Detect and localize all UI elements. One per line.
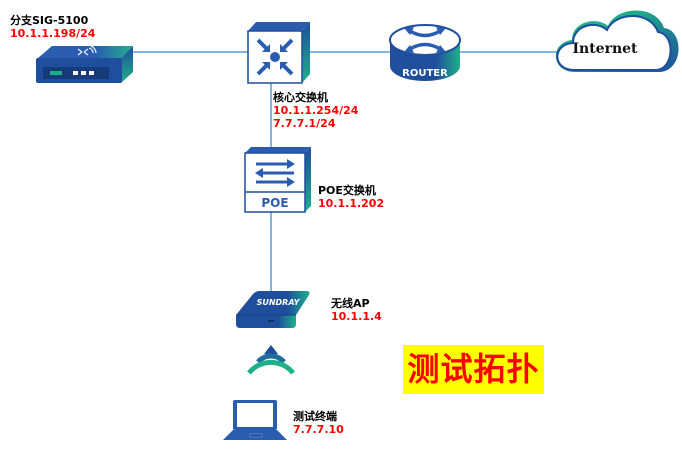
ap-brand: SUNDRAY — [257, 298, 301, 307]
router-icon[interactable]: ROUTER — [389, 24, 461, 81]
router-label: ROUTER — [402, 68, 448, 79]
wireless-ap-ip: 10.1.1.4 — [331, 310, 382, 323]
security-gateway-icon[interactable] — [36, 45, 133, 83]
test-terminal-label: 测试终端 7.7.7.10 — [293, 410, 344, 436]
laptop-icon[interactable] — [223, 400, 287, 440]
branch-sig-ip: 10.1.1.198/24 — [10, 27, 96, 40]
internet-label: Internet — [572, 41, 638, 57]
poe-switch-name: POE交换机 — [318, 184, 376, 197]
core-switch-name: 核心交换机 — [273, 91, 328, 104]
wireless-ap-label: 无线AP 10.1.1.4 — [331, 297, 382, 323]
test-topology-banner: 测试拓扑 — [403, 345, 544, 394]
poe-badge: POE — [261, 196, 288, 210]
wifi-signal-icon — [247, 345, 295, 375]
core-switch-ip-2: 7.7.7.1/24 — [273, 117, 336, 130]
access-point-icon[interactable]: SUNDRAY — [236, 291, 310, 328]
branch-sig-label: 分支SIG-5100 10.1.1.198/24 — [10, 14, 95, 40]
poe-switch-label: POE交换机 10.1.1.202 — [318, 184, 384, 210]
cloud-icon[interactable]: Internet — [555, 10, 679, 73]
poe-switch-ip: 10.1.1.202 — [318, 197, 385, 210]
branch-sig-name: 分支SIG-5100 — [10, 14, 89, 27]
core-switch-icon[interactable] — [247, 22, 310, 84]
poe-switch-icon[interactable]: POE — [244, 147, 311, 213]
wireless-ap-name: 无线AP — [331, 297, 370, 310]
core-switch-ip-1: 10.1.1.254/24 — [273, 104, 359, 117]
core-switch-label: 核心交换机 10.1.1.254/24 7.7.7.1/24 — [273, 91, 358, 130]
links — [105, 51, 557, 291]
test-terminal-ip: 7.7.7.10 — [293, 423, 344, 436]
test-terminal-name: 测试终端 — [293, 410, 337, 423]
